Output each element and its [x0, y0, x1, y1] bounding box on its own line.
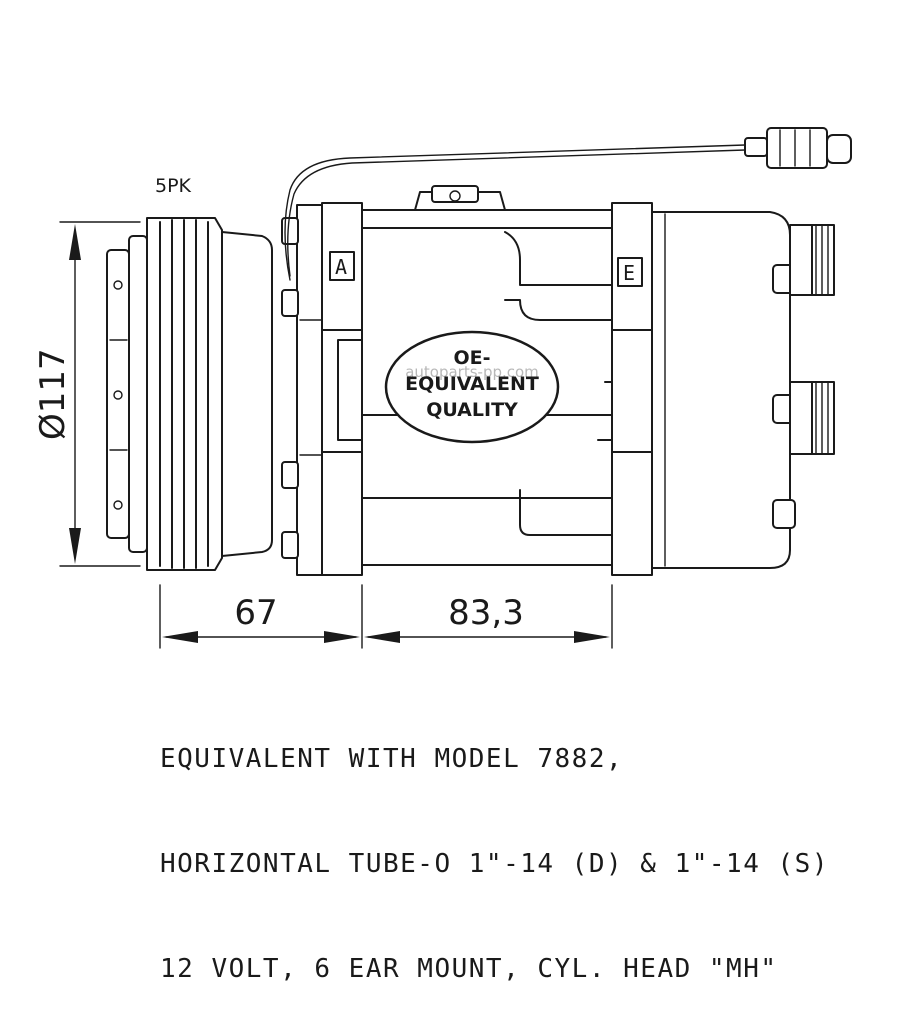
watermark: autoparts-pp.com	[405, 363, 539, 381]
sensor-wire	[284, 127, 852, 281]
spec-text: EQUIVALENT WITH MODEL 7882, HORIZONTAL T…	[160, 672, 880, 1022]
badge-line-1: OE-	[453, 347, 490, 369]
port-left-mark: A	[335, 255, 347, 279]
diameter-dimension: Ø117	[33, 221, 141, 567]
clutch-plate	[106, 235, 148, 553]
front-flange: A	[281, 202, 363, 576]
belt-label: 5PK	[155, 175, 192, 197]
length-dimensions: 67 83,3	[159, 584, 613, 649]
badge-line-3: QUALITY	[426, 399, 518, 421]
ports	[789, 224, 835, 455]
rear-head	[651, 211, 796, 569]
compressor-drawing: Ø117 5PK A	[33, 127, 852, 649]
spec-line-1: EQUIVALENT WITH MODEL 7882,	[160, 744, 624, 774]
dim-right-label: 83,3	[448, 593, 524, 633]
spec-line-2: HORIZONTAL TUBE-O 1"-14 (D) & 1"-14 (S)	[160, 849, 829, 879]
port-right-mark: E	[623, 261, 635, 285]
badge-line-2: EQUIVALENT	[405, 373, 539, 395]
rear-flange: E	[611, 202, 653, 576]
dim-left-label: 67	[234, 593, 277, 633]
diameter-label: Ø117	[33, 348, 73, 440]
pulley	[146, 217, 273, 571]
spec-line-3: 12 VOLT, 6 EAR MOUNT, CYL. HEAD "MH"	[160, 954, 778, 984]
oe-badge: autoparts-pp.com OE- EQUIVALENT QUALITY	[384, 330, 560, 444]
